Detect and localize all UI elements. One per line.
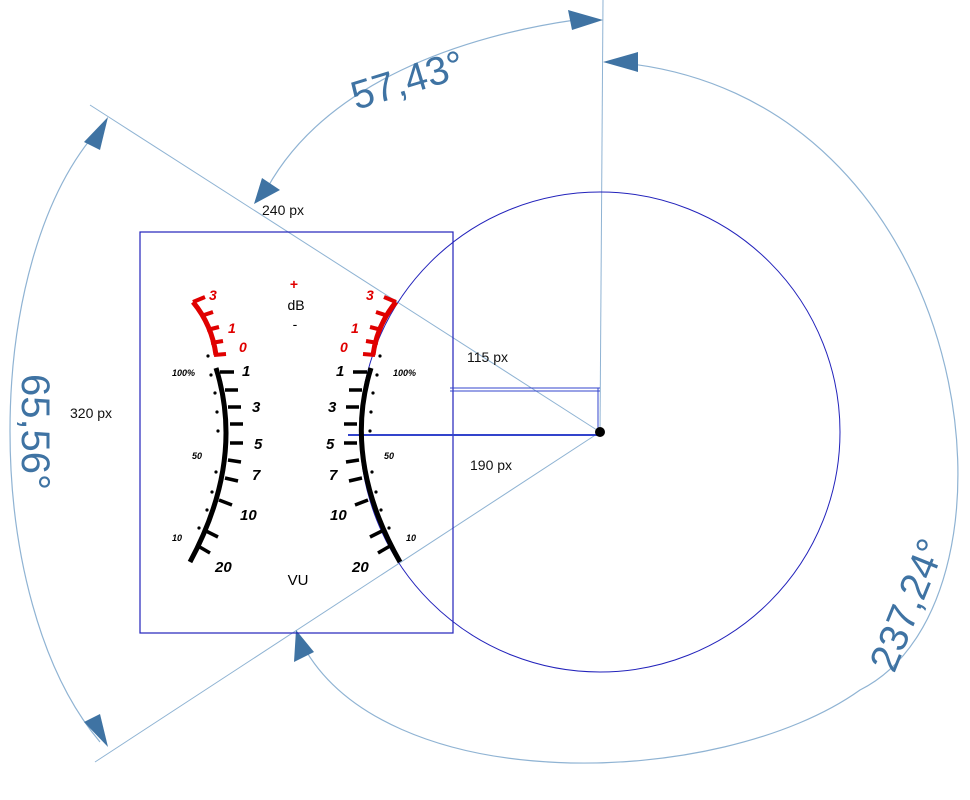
center-labels: + dB - VU	[287, 276, 308, 589]
measure-offset-long: 190 px	[470, 457, 512, 473]
right-red-labels: 3 1 0	[340, 287, 374, 355]
left-red-label-3: 3	[209, 287, 217, 303]
right-red-label-1: 1	[351, 320, 359, 336]
right-db-label-3: 3	[328, 399, 337, 416]
left-db-label-5: 5	[254, 436, 263, 453]
angle-left: 65,56°	[13, 374, 57, 490]
right-db-label-5: 5	[326, 436, 335, 453]
measure-arc-radius: 240 px	[262, 202, 304, 218]
left-db-labels: 1 3 5 7 10 20	[214, 363, 263, 576]
right-db-label-20: 20	[351, 559, 369, 576]
left-scale: 3 1 0 1 3 5 7 10 20 100% 50 10	[172, 287, 263, 576]
right-major-ticks	[344, 370, 391, 555]
vertical-axis-line	[599, 0, 604, 433]
left-db-label-10: 10	[240, 507, 257, 524]
left-db-label-1: 1	[242, 363, 250, 380]
right-db-labels: 1 3 5 7 10 20	[326, 363, 369, 576]
left-scale-arc	[187, 367, 229, 564]
lower-radial-line	[94, 431, 601, 763]
right-percent-50: 50	[384, 451, 394, 461]
arrow-top-left	[254, 178, 280, 204]
arrow-right-bottom	[294, 630, 314, 662]
measure-offset-short: 115 px	[467, 349, 508, 365]
minus-sign: -	[293, 316, 298, 332]
right-scale-arc	[358, 367, 403, 564]
right-db-label-1: 1	[336, 363, 344, 380]
arc-top-angle	[261, 19, 576, 199]
measure-height: 320 px	[70, 405, 112, 421]
right-db-label-10: 10	[330, 507, 347, 524]
arrow-right-top	[603, 52, 638, 72]
construction-lines	[89, 0, 604, 763]
arc-left-angle	[9, 127, 101, 743]
right-percent-labels: 100% 50 10	[384, 368, 416, 543]
left-red-label-1: 1	[228, 320, 236, 336]
angle-top: 57,43°	[346, 43, 470, 119]
arrow-top-right	[568, 10, 603, 30]
left-percent-100: 100%	[172, 368, 195, 378]
right-scale: 3 1 0 1 3 5 7 10 20 100% 50 10	[326, 287, 416, 576]
right-minor-dots	[368, 354, 391, 530]
left-minor-dots	[197, 354, 220, 530]
left-db-label-7: 7	[252, 467, 261, 484]
right-overload-arc	[370, 300, 398, 356]
arrow-left-top	[84, 117, 108, 150]
left-red-label-0: 0	[239, 339, 247, 355]
vu-label: VU	[288, 572, 309, 589]
db-unit-label: dB	[287, 297, 304, 313]
left-major-ticks	[197, 370, 243, 555]
right-overload-ticks	[362, 295, 397, 357]
left-db-label-20: 20	[214, 559, 232, 576]
dimension-arcs	[9, 19, 959, 764]
plus-sign: +	[290, 276, 298, 292]
upper-radial-line	[89, 104, 601, 433]
left-percent-10: 10	[172, 533, 182, 543]
right-db-label-7: 7	[329, 467, 338, 484]
arc-right-angle	[299, 61, 959, 764]
right-percent-10: 10	[406, 533, 416, 543]
left-overload-ticks	[192, 295, 227, 357]
left-overload-arc	[191, 300, 219, 356]
right-red-label-3: 3	[366, 287, 374, 303]
meter-frame	[139, 231, 454, 634]
pixel-measurements: 240 px 320 px 115 px 190 px	[70, 202, 512, 473]
right-red-label-0: 0	[340, 339, 348, 355]
offset-lines	[348, 387, 600, 436]
pivot-point	[595, 427, 605, 437]
left-percent-50: 50	[192, 451, 202, 461]
left-db-label-3: 3	[252, 399, 261, 416]
arrow-left-bottom	[84, 714, 108, 747]
left-percent-labels: 100% 50 10	[172, 368, 202, 543]
angle-right: 237,24°	[862, 533, 955, 678]
dimension-arrows	[84, 10, 638, 747]
right-percent-100: 100%	[393, 368, 416, 378]
left-red-labels: 3 1 0	[209, 287, 247, 355]
